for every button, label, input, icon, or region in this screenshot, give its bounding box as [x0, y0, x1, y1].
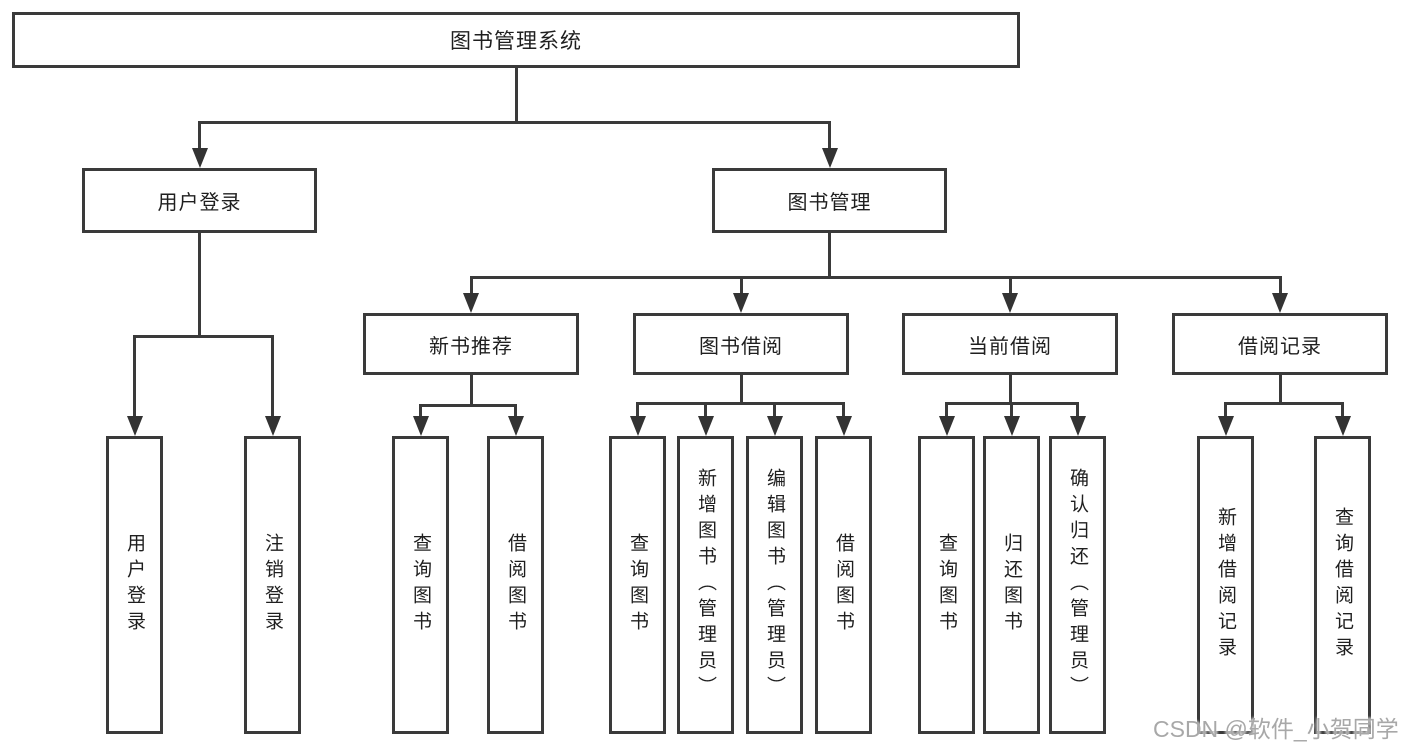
- connector-drop: [133, 336, 136, 420]
- arrow-down-icon: [191, 148, 208, 168]
- root-node-label: 图书管理系统: [450, 30, 582, 53]
- node-user-login-label: 用户登录: [157, 192, 242, 214]
- connector-drop: [739, 277, 743, 297]
- leaf-confirm-return-admin-label: 确认归还（管理员）: [1067, 468, 1088, 702]
- node-book-management: 图书管理: [712, 168, 947, 233]
- leaf-logout: 注销登录: [244, 436, 301, 734]
- connector-drop: [1341, 403, 1344, 420]
- arrow-down-icon: [938, 416, 955, 436]
- arrow-down-icon: [463, 293, 479, 313]
- connector-stem: [1278, 375, 1282, 403]
- connector-drop: [1076, 403, 1079, 420]
- leaf-query-books-recommend: 查询图书: [392, 436, 449, 734]
- node-new-book-recommend-label: 新书推荐: [429, 335, 513, 358]
- arrow-down-icon: [1069, 416, 1086, 436]
- leaf-borrow-books-borrowing-label: 借阅图书: [833, 533, 854, 637]
- node-borrowing-records: 借阅记录: [1172, 313, 1388, 375]
- arrow-down-icon: [1002, 293, 1018, 313]
- leaf-borrow-books-borrowing: 借阅图书: [815, 436, 872, 734]
- leaf-logout-label: 注销登录: [262, 533, 283, 637]
- leaf-return-books-label: 归还图书: [1001, 533, 1022, 637]
- connector-drop: [1278, 277, 1282, 297]
- node-new-book-recommend: 新书推荐: [363, 313, 579, 375]
- connector-bar: [419, 403, 517, 407]
- leaf-add-borrow-record: 新增借阅记录: [1197, 436, 1254, 734]
- leaf-user-login-label: 用户登录: [124, 533, 145, 637]
- arrow-down-icon: [821, 148, 838, 168]
- arrow-down-icon: [835, 416, 852, 436]
- node-book-management-label: 图书管理: [787, 192, 872, 214]
- arrow-down-icon: [766, 416, 783, 436]
- leaf-borrow-books-recommend-label: 借阅图书: [505, 533, 526, 637]
- leaf-edit-book-admin: 编辑图书（管理员）: [746, 436, 803, 734]
- arrow-down-icon: [1334, 416, 1351, 436]
- leaf-edit-book-admin-label: 编辑图书（管理员）: [764, 468, 785, 702]
- node-current-borrowing-label: 当前借阅: [968, 335, 1052, 358]
- connector-bar: [198, 120, 831, 124]
- leaf-user-login: 用户登录: [106, 436, 163, 734]
- watermark-text: CSDN @软件_小贺同学: [1153, 716, 1399, 742]
- connector-stem: [469, 375, 473, 405]
- arrow-down-icon: [507, 416, 524, 436]
- root-node-library-management-system: 图书管理系统: [12, 12, 1020, 68]
- node-current-borrowing: 当前借阅: [902, 313, 1118, 375]
- connector-drop: [828, 122, 831, 152]
- leaf-return-books: 归还图书: [983, 436, 1040, 734]
- node-book-borrowing: 图书借阅: [633, 313, 849, 375]
- connector-drop: [842, 403, 845, 420]
- connector-drop: [945, 403, 948, 420]
- connector-bar: [133, 334, 274, 338]
- arrow-down-icon: [412, 416, 429, 436]
- leaf-add-book-admin: 新增图书（管理员）: [677, 436, 734, 734]
- leaf-query-books-borrowing-label: 查询图书: [627, 533, 648, 637]
- leaf-query-books-borrowing: 查询图书: [609, 436, 666, 734]
- connector-stem: [198, 233, 201, 336]
- connector-drop: [1224, 403, 1227, 420]
- leaf-confirm-return-admin: 确认归还（管理员）: [1049, 436, 1106, 734]
- leaf-add-borrow-record-label: 新增借阅记录: [1215, 507, 1236, 663]
- connector-bar: [469, 275, 1282, 279]
- arrow-down-icon: [1272, 293, 1288, 313]
- connector-stem: [515, 68, 518, 122]
- leaf-add-book-admin-label: 新增图书（管理员）: [695, 468, 716, 702]
- connector-bar: [1224, 401, 1344, 405]
- arrow-down-icon: [733, 293, 749, 313]
- node-book-borrowing-label: 图书借阅: [699, 335, 783, 358]
- node-borrowing-records-label: 借阅记录: [1238, 335, 1322, 358]
- connector-bar: [636, 401, 845, 405]
- connector-drop: [514, 405, 517, 420]
- connector-stem: [1008, 375, 1012, 403]
- connector-drop: [271, 336, 274, 420]
- connector-drop: [1008, 277, 1012, 297]
- connector-stem: [739, 375, 743, 403]
- connector-drop: [636, 403, 639, 420]
- connector-drop: [773, 403, 776, 420]
- arrow-down-icon: [126, 416, 143, 436]
- arrow-down-icon: [629, 416, 646, 436]
- arrow-down-icon: [264, 416, 281, 436]
- connector-drop: [1010, 403, 1013, 420]
- arrow-down-icon: [697, 416, 714, 436]
- leaf-query-borrow-record-label: 查询借阅记录: [1332, 507, 1353, 663]
- arrow-down-icon: [1003, 416, 1020, 436]
- leaf-borrow-books-recommend: 借阅图书: [487, 436, 544, 734]
- leaf-query-books-current-label: 查询图书: [936, 533, 957, 637]
- node-user-login: 用户登录: [82, 168, 317, 233]
- connector-drop: [704, 403, 707, 420]
- connector-drop: [198, 122, 201, 152]
- connector-stem: [828, 233, 831, 277]
- leaf-query-books-recommend-label: 查询图书: [410, 533, 431, 637]
- connector-drop: [419, 405, 422, 420]
- connector-drop: [469, 277, 473, 297]
- leaf-query-borrow-record: 查询借阅记录: [1314, 436, 1371, 734]
- arrow-down-icon: [1217, 416, 1234, 436]
- leaf-query-books-current: 查询图书: [918, 436, 975, 734]
